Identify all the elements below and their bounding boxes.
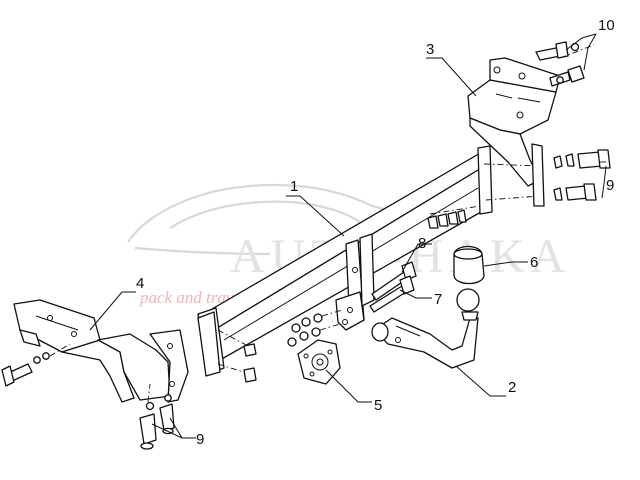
leader-lines: [89, 33, 607, 439]
callout-9-right: 9: [606, 177, 614, 194]
long-bolts: [369, 261, 417, 313]
left-side-bolts: [1, 343, 71, 387]
watermark-tagline: pack and travel: [139, 288, 246, 307]
callout-5: 5: [374, 397, 382, 414]
left-beam-plate: [197, 311, 251, 377]
beam-end-plate: [531, 143, 545, 207]
callout-7: 7: [434, 291, 442, 308]
callout-2: 2: [508, 379, 516, 396]
bracket-top-bolts: [535, 41, 595, 87]
watermark-car-window-icon: [169, 200, 361, 229]
watermark-car-underline-icon: [134, 246, 271, 256]
beam-underside-nuts: [427, 209, 467, 229]
center-washer-stack: [287, 309, 343, 347]
callout-1: 1: [290, 178, 298, 195]
right-side-bolts: [553, 149, 611, 201]
callout-9-bottom: 9: [196, 431, 204, 448]
callout-3: 3: [426, 41, 434, 58]
callout-4: 4: [136, 275, 144, 292]
callout-6: 6: [530, 254, 538, 271]
left-mounting-bracket: [13, 299, 189, 403]
ball-neck: [371, 288, 480, 369]
callout-8: 8: [418, 235, 426, 252]
bottom-bolts: [139, 383, 175, 450]
callout-10: 10: [598, 17, 615, 34]
beam-left-nuts: [243, 343, 257, 383]
ball-cover-cap: [453, 245, 485, 285]
